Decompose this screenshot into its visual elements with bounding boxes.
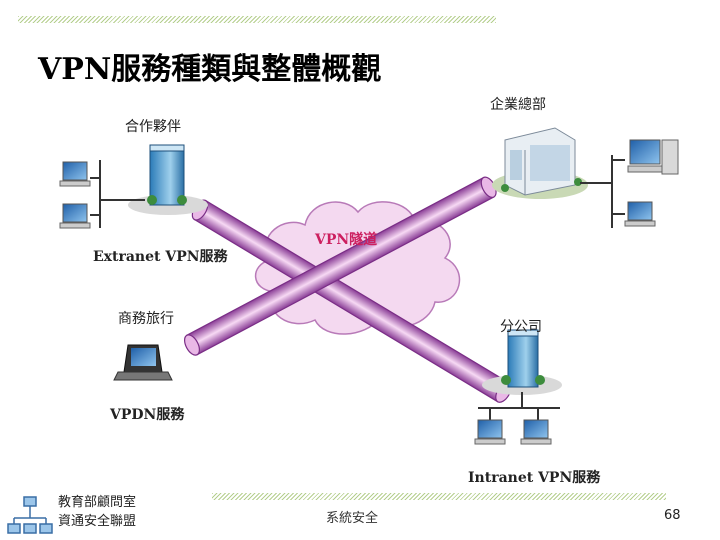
hq-pc-icon bbox=[624, 201, 656, 227]
partner-pc-icon-2 bbox=[59, 203, 91, 229]
branch-label: 分公司 bbox=[500, 319, 542, 335]
org-name: 教育部顧問室 資通安全聯盟 bbox=[58, 493, 136, 531]
page-title: VPN服務種類與整體概觀 bbox=[38, 52, 382, 87]
org-name-line-1: 教育部顧問室 bbox=[58, 495, 137, 510]
vpdn-service-label: VPDN服務 bbox=[110, 407, 185, 423]
hq-building-icon bbox=[492, 127, 588, 199]
org-logo-icon bbox=[7, 496, 53, 534]
partner-label: 合作夥伴 bbox=[125, 119, 181, 135]
intranet-service-label: Intranet VPN服務 bbox=[468, 470, 601, 486]
branch-building-icon bbox=[482, 329, 562, 395]
page-number: 68 bbox=[664, 508, 681, 523]
extranet-service-label: Extranet VPN服務 bbox=[93, 249, 228, 265]
top-divider bbox=[18, 16, 496, 23]
partner-pc-icon bbox=[59, 161, 91, 187]
laptop-icon bbox=[113, 344, 173, 381]
hq-server-icon bbox=[627, 139, 679, 175]
vpn-tunnel-label: VPN隧道 bbox=[315, 232, 378, 248]
partner-building-icon bbox=[128, 144, 208, 215]
hq-label: 企業總部 bbox=[490, 97, 546, 113]
vpn-tunnel-vpdn-hq bbox=[184, 176, 497, 356]
branch-network-icon bbox=[478, 392, 560, 420]
bottom-divider bbox=[212, 493, 666, 500]
org-name-line-2: 資通安全聯盟 bbox=[58, 514, 137, 529]
footer-center-text: 系統安全 bbox=[326, 511, 379, 526]
business-travel-label: 商務旅行 bbox=[118, 311, 174, 327]
partner-network-icon bbox=[90, 160, 145, 228]
hq-network-icon bbox=[580, 155, 625, 228]
branch-pc-icon bbox=[474, 419, 506, 445]
branch-pc-icon-2 bbox=[520, 419, 552, 445]
